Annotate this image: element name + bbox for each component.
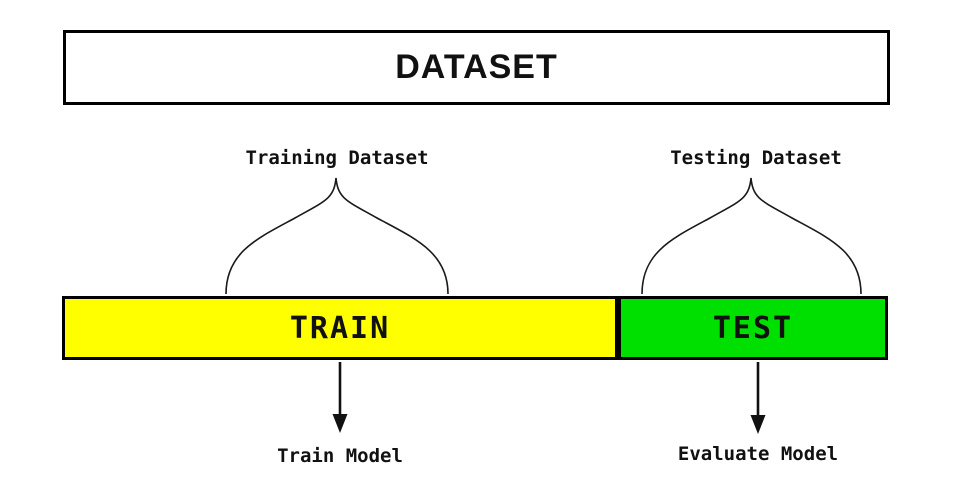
train-brace-icon [225, 177, 449, 295]
dataset-title: DATASET [395, 48, 558, 86]
test-bar-label: TEST [712, 310, 794, 346]
train-bar: TRAIN [62, 296, 618, 360]
train-model-label: Train Model [277, 445, 403, 467]
testing-dataset-label: Testing Dataset [670, 147, 842, 169]
dataset-box: DATASET [63, 30, 890, 105]
train-bar-label: TRAIN [289, 310, 391, 346]
training-dataset-label: Training Dataset [245, 147, 429, 169]
test-arrow-down-icon [750, 362, 766, 434]
train-arrow-down-icon [332, 362, 348, 433]
test-bar: TEST [618, 296, 888, 360]
test-brace-icon [641, 177, 862, 295]
evaluate-model-label: Evaluate Model [677, 443, 839, 465]
